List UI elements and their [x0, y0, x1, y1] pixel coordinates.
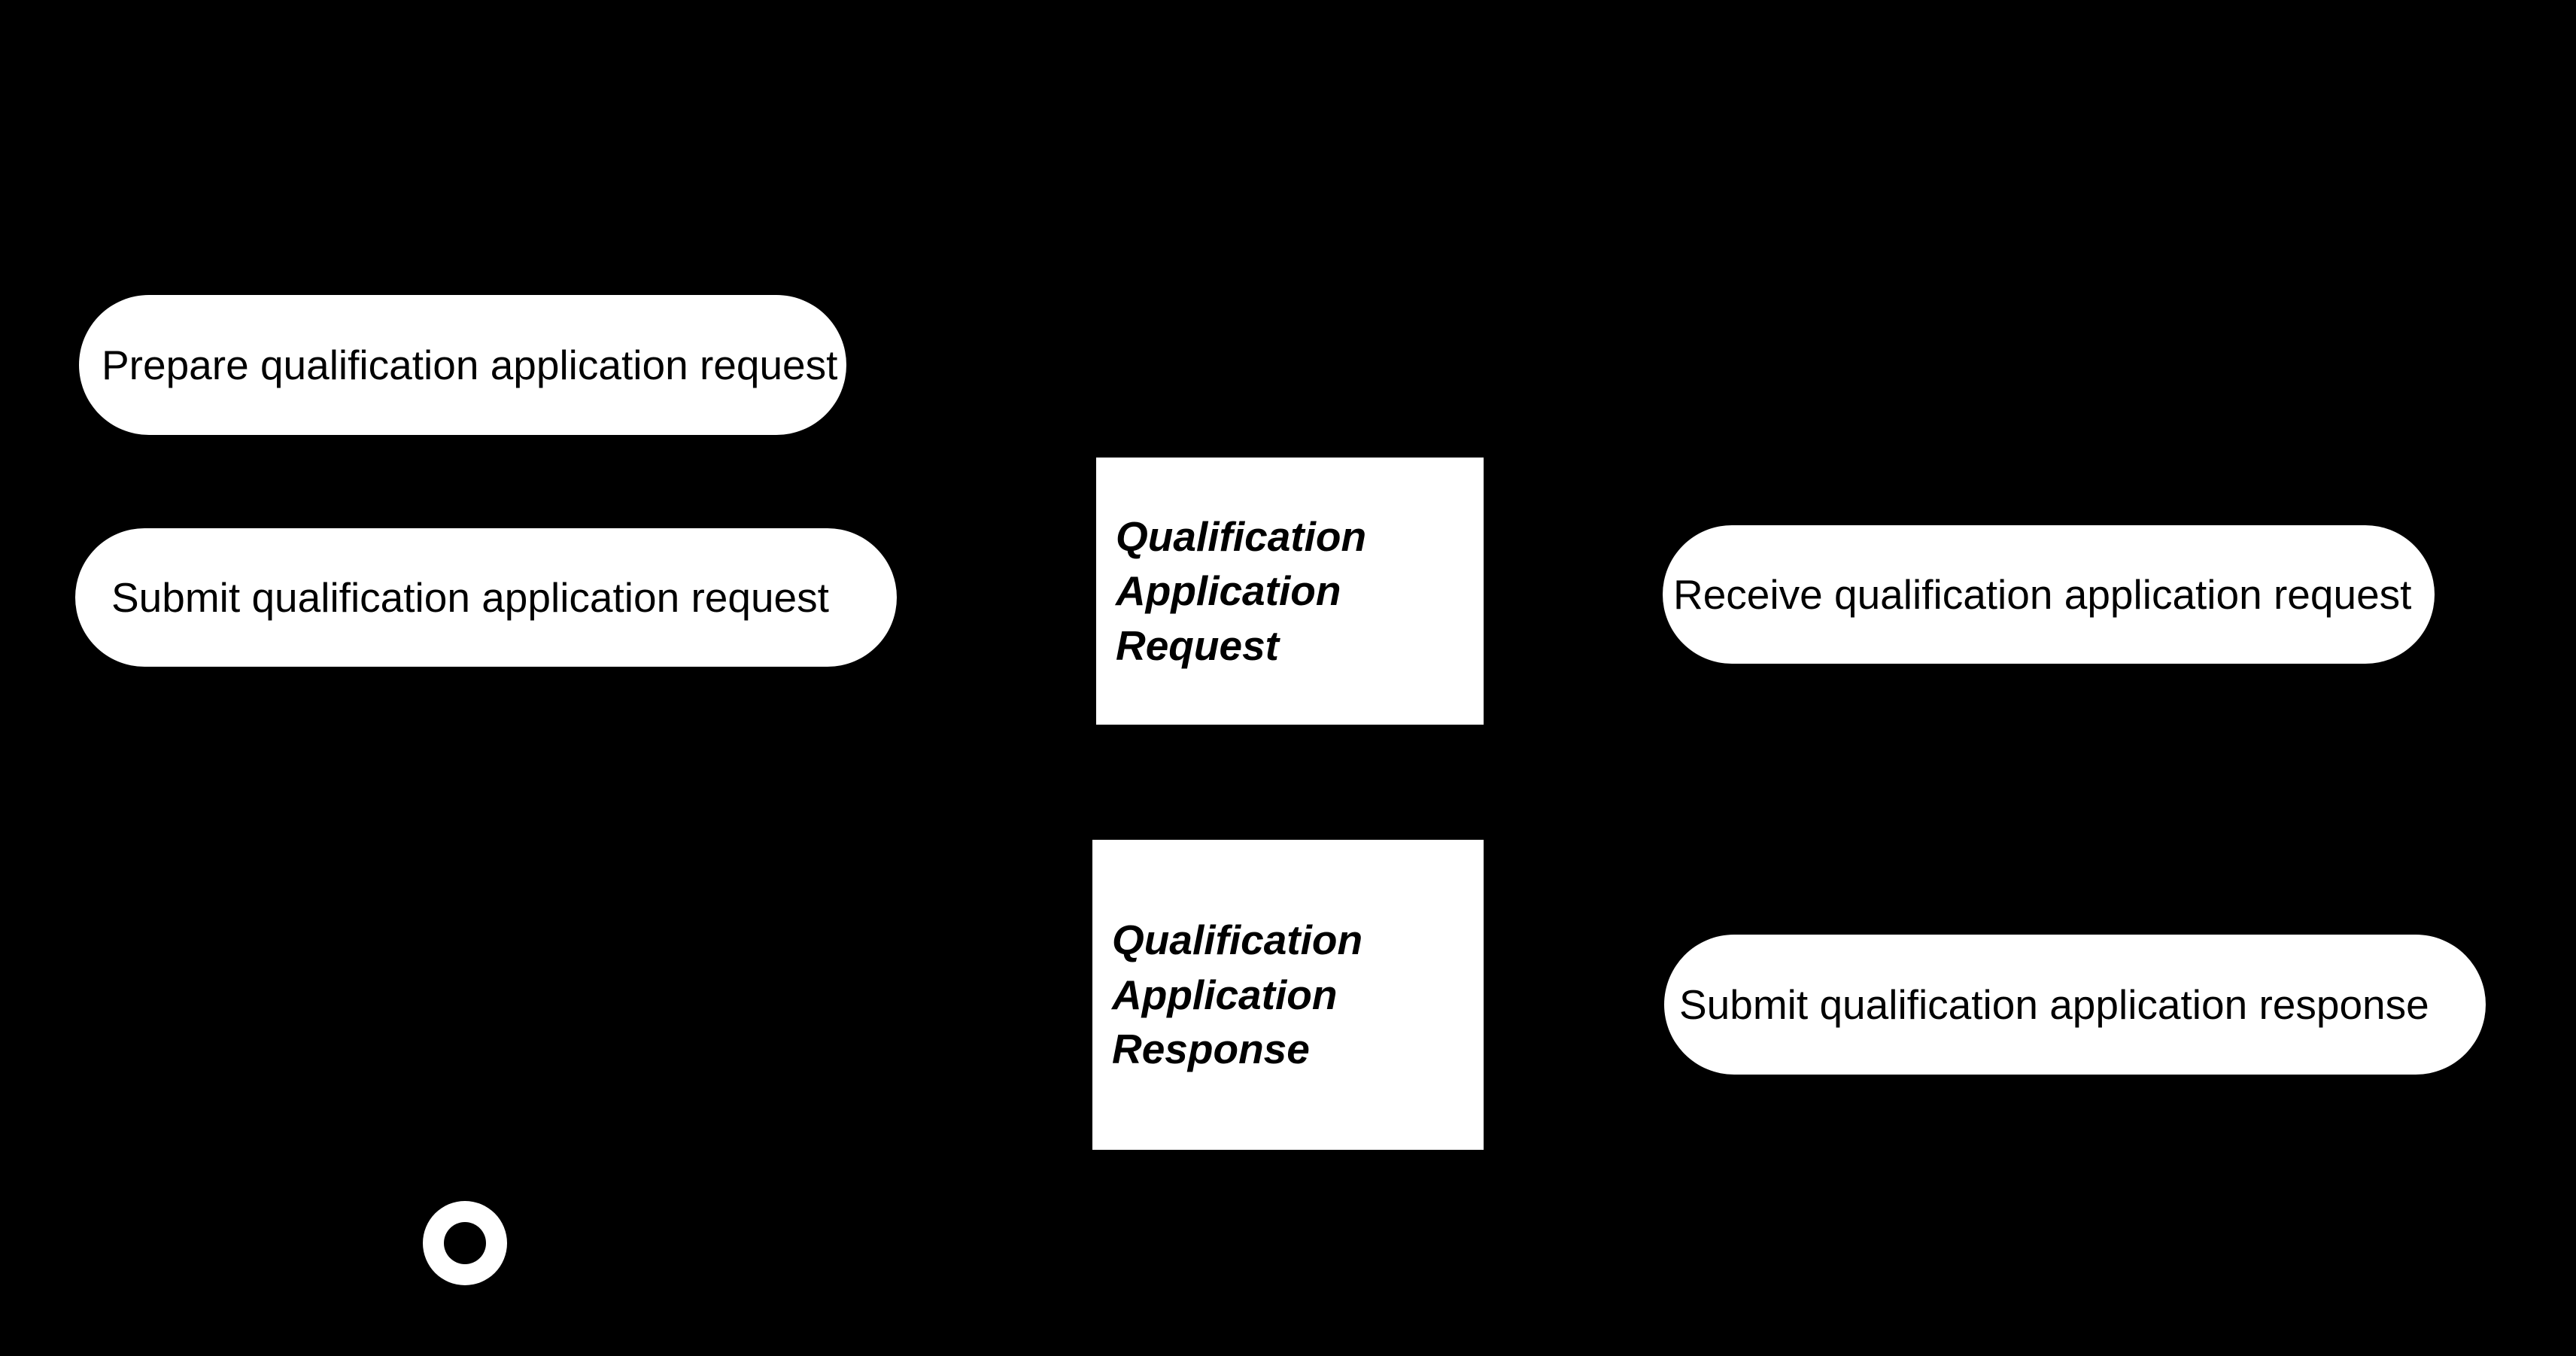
activity-label: Submit qualification application request [111, 573, 829, 621]
object-label-line: Request [1116, 622, 1279, 669]
object-label-line: Response [1112, 1026, 1310, 1073]
activity-label: Prepare qualification application reques… [102, 341, 838, 388]
activity-node-receive-request[interactable]: Receive qualification application reques… [1663, 525, 2435, 664]
activity-final-inner-disc [444, 1222, 486, 1264]
object-node-qualification-application-response[interactable]: Qualification Application Response [1092, 840, 1484, 1150]
activity-label: Receive qualification application reques… [1673, 570, 2412, 618]
object-label-line: Application [1112, 971, 1338, 1018]
activity-final-node[interactable] [423, 1201, 507, 1285]
object-label-line: Application [1116, 567, 1341, 615]
activity-node-submit-request[interactable]: Submit qualification application request [75, 528, 897, 667]
activity-node-submit-response[interactable]: Submit qualification application respons… [1664, 935, 2486, 1075]
activity-node-prepare-request[interactable]: Prepare qualification application reques… [79, 295, 846, 435]
object-node-qualification-application-request[interactable]: Qualification Application Request [1092, 458, 1484, 730]
object-label-line: Qualification [1116, 512, 1367, 560]
object-label-line: Qualification [1112, 917, 1363, 964]
activity-label: Submit qualification application respons… [1679, 981, 2429, 1028]
